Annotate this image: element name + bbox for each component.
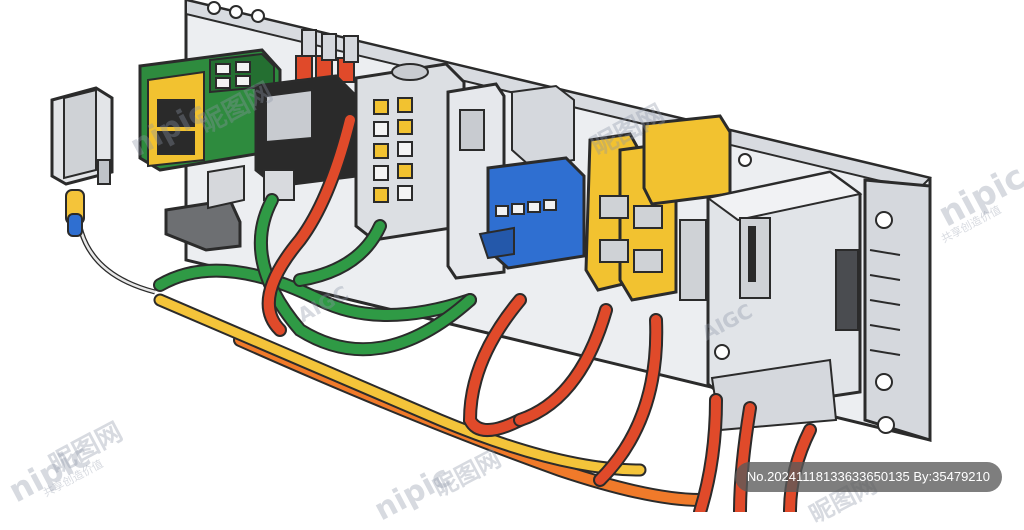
blue-module: [478, 84, 586, 270]
image-id-badge: No.20241118133633650135 By:35479210: [734, 462, 1002, 492]
illustration: [50, 0, 932, 512]
green-module: [138, 48, 282, 252]
grey-module: [354, 62, 506, 280]
wires: [153, 113, 817, 512]
plug-connector: [50, 86, 156, 295]
grey-enclosure: [705, 170, 863, 432]
black-module: [254, 29, 359, 201]
yellow-terminals: [584, 114, 732, 302]
